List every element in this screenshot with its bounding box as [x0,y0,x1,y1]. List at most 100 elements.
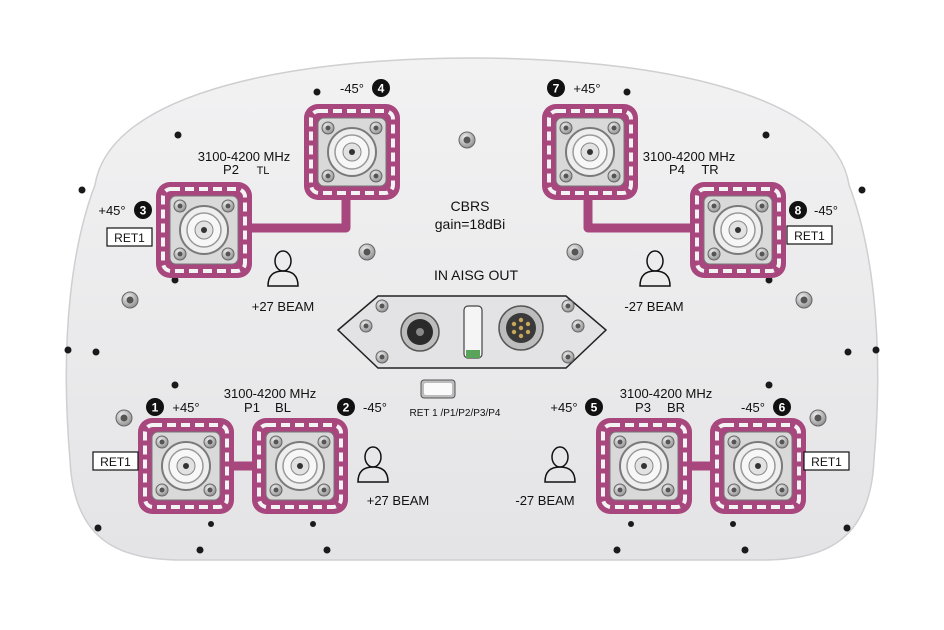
port-number-badge: 1 [146,398,164,416]
connector-screw [755,199,769,213]
aisg-out-connector[interactable] [498,305,544,351]
connector-screw [613,483,627,497]
svg-text:7: 7 [553,82,560,96]
connector-screw [559,169,573,183]
svg-text:RET1: RET1 [100,455,131,469]
mount-hole [843,524,851,532]
port-number-badge: 8 [789,201,807,219]
pos-label-tl: TL [257,165,270,177]
polarization-label: +45° [573,81,600,96]
connector-screw [727,483,741,497]
rf-connector-port-4[interactable] [304,104,400,200]
port-number-badge: 6 [773,398,791,416]
connector-screw [369,169,383,183]
connector-screw [221,247,235,261]
person-icon [357,446,389,483]
mount-hole [196,546,204,554]
svg-text:RET1: RET1 [114,231,145,245]
mount-hole [741,546,749,554]
mount-hole [313,88,321,96]
beam-label-bl: +27 BEAM [367,493,430,508]
svg-text:RET1: RET1 [794,229,825,243]
connector-screw [173,247,187,261]
beam-label-br: -27 BEAM [515,493,574,508]
mount-hole [208,521,214,527]
person-icon [267,250,299,287]
mount-hole [872,346,880,354]
mount-hole [858,186,866,194]
mount-hole [613,546,621,554]
mount-hole [310,521,316,527]
mount-hole [623,88,631,96]
rf-connector-port-8[interactable] [690,182,786,278]
gain-label: gain=18dBi [435,216,505,232]
aisg-in-connector[interactable] [400,312,440,352]
connector-screw [369,121,383,135]
port-number-badge: 2 [337,398,355,416]
mount-hole [78,186,86,194]
connector-screw [321,121,335,135]
rf-connector-port-1[interactable] [138,418,234,514]
polarization-label: +45° [550,400,577,415]
port-name-p3: P3 [635,400,651,415]
person-icon [639,250,671,287]
connector-screw [707,199,721,213]
mount-hole [94,524,102,532]
aisg-label: IN AISG OUT [434,267,518,283]
port-name-p1: P1 [244,400,260,415]
connector-screw [203,435,217,449]
freq-label-br: 3100-4200 MHz [620,386,713,401]
rf-connector-port-3[interactable] [156,182,252,278]
ret-box-bl: RET1 [92,451,139,471]
connector-screw [317,483,331,497]
port-number-badge: 5 [585,398,603,416]
pos-label-bl: BL [275,400,291,415]
connector-screw [707,247,721,261]
person-icon [544,446,576,483]
connector-screw [173,199,187,213]
connector-screw [775,435,789,449]
rf-connector-port-6[interactable] [710,418,806,514]
mount-hole [628,521,634,527]
rf-connector-port-2[interactable] [252,418,348,514]
port-number-badge: 4 [372,79,390,97]
band-label: CBRS [451,198,490,214]
svg-text:RET1: RET1 [811,455,842,469]
mount-hole [64,346,72,354]
beam-label-tl: +27 BEAM [252,299,315,314]
mount-hole [92,348,100,356]
polarization-label: -45° [363,400,387,415]
ret-box-tr: RET1 [786,225,833,245]
connector-screw [317,435,331,449]
connector-screw [755,247,769,261]
beam-label-tr: -27 BEAM [624,299,683,314]
mount-hole [765,381,773,389]
ret-box-tl: RET1 [106,227,153,247]
mount-hole [174,131,182,139]
freq-label-tl: 3100-4200 MHz [198,149,291,164]
rf-connector-port-5[interactable] [596,418,692,514]
connector-screw [607,121,621,135]
connector-screw [613,435,627,449]
connector-screw [155,435,169,449]
connector-screw [269,483,283,497]
panel-screws [115,131,827,427]
connector-screw [155,483,169,497]
svg-text:2: 2 [343,401,350,415]
pos-label-tr: TR [701,162,718,177]
mount-hole [765,276,773,284]
connector-screw [203,483,217,497]
polarization-label: +45° [172,400,199,415]
connector-screw [559,121,573,135]
connector-screw [661,483,675,497]
freq-label-bl: 3100-4200 MHz [224,386,317,401]
ret-selector-switch[interactable] [420,379,456,399]
ret-selector-label: RET 1 /P1/P2/P3/P4 [410,408,501,419]
mount-hole [762,131,770,139]
mount-hole [323,546,331,554]
port-name-p4: P4 [669,162,685,177]
port-number-badge: 7 [547,79,565,97]
mount-hole [171,381,179,389]
rf-connector-port-7[interactable] [542,104,638,200]
polarization-label: -45° [814,203,838,218]
